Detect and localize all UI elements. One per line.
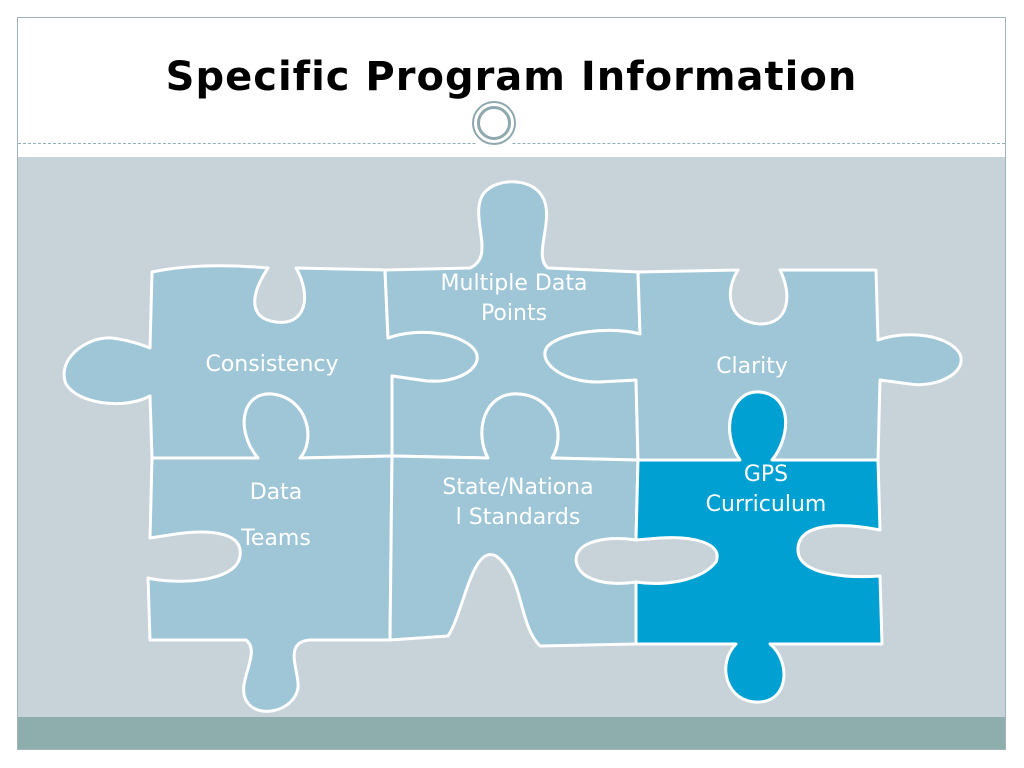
label-clarity: Clarity xyxy=(716,354,788,379)
footer-bar xyxy=(18,717,1005,749)
label-data-teams-line1: Data xyxy=(249,480,303,505)
puzzle-piece-data-teams xyxy=(146,392,394,713)
label-state-national-standards-line2: l Standards xyxy=(455,505,581,530)
label-state-national-standards-line1: State/Nationa xyxy=(442,475,594,500)
label-gps-curriculum: GPS Curriculum xyxy=(676,460,856,520)
label-data-teams: Data Teams xyxy=(206,470,346,562)
slide-title: Specific Program Information xyxy=(165,54,858,100)
puzzle-piece-gps-curriculum xyxy=(634,390,884,704)
label-state-national-standards: State/Nationa l Standards xyxy=(408,473,628,533)
label-multiple-data-points-line2: Points xyxy=(480,301,548,326)
label-gps-curriculum-line2: Curriculum xyxy=(705,492,827,517)
ring-ornament-icon xyxy=(467,96,521,150)
label-multiple-data-points-line1: Multiple Data xyxy=(440,271,588,296)
label-multiple-data-points: Multiple Data Points xyxy=(404,269,624,329)
label-consistency: Consistency xyxy=(205,352,339,377)
label-gps-curriculum-line1: GPS xyxy=(743,462,789,487)
puzzle-piece-state-national-standards xyxy=(388,392,640,648)
label-data-teams-line2: Teams xyxy=(241,526,311,551)
